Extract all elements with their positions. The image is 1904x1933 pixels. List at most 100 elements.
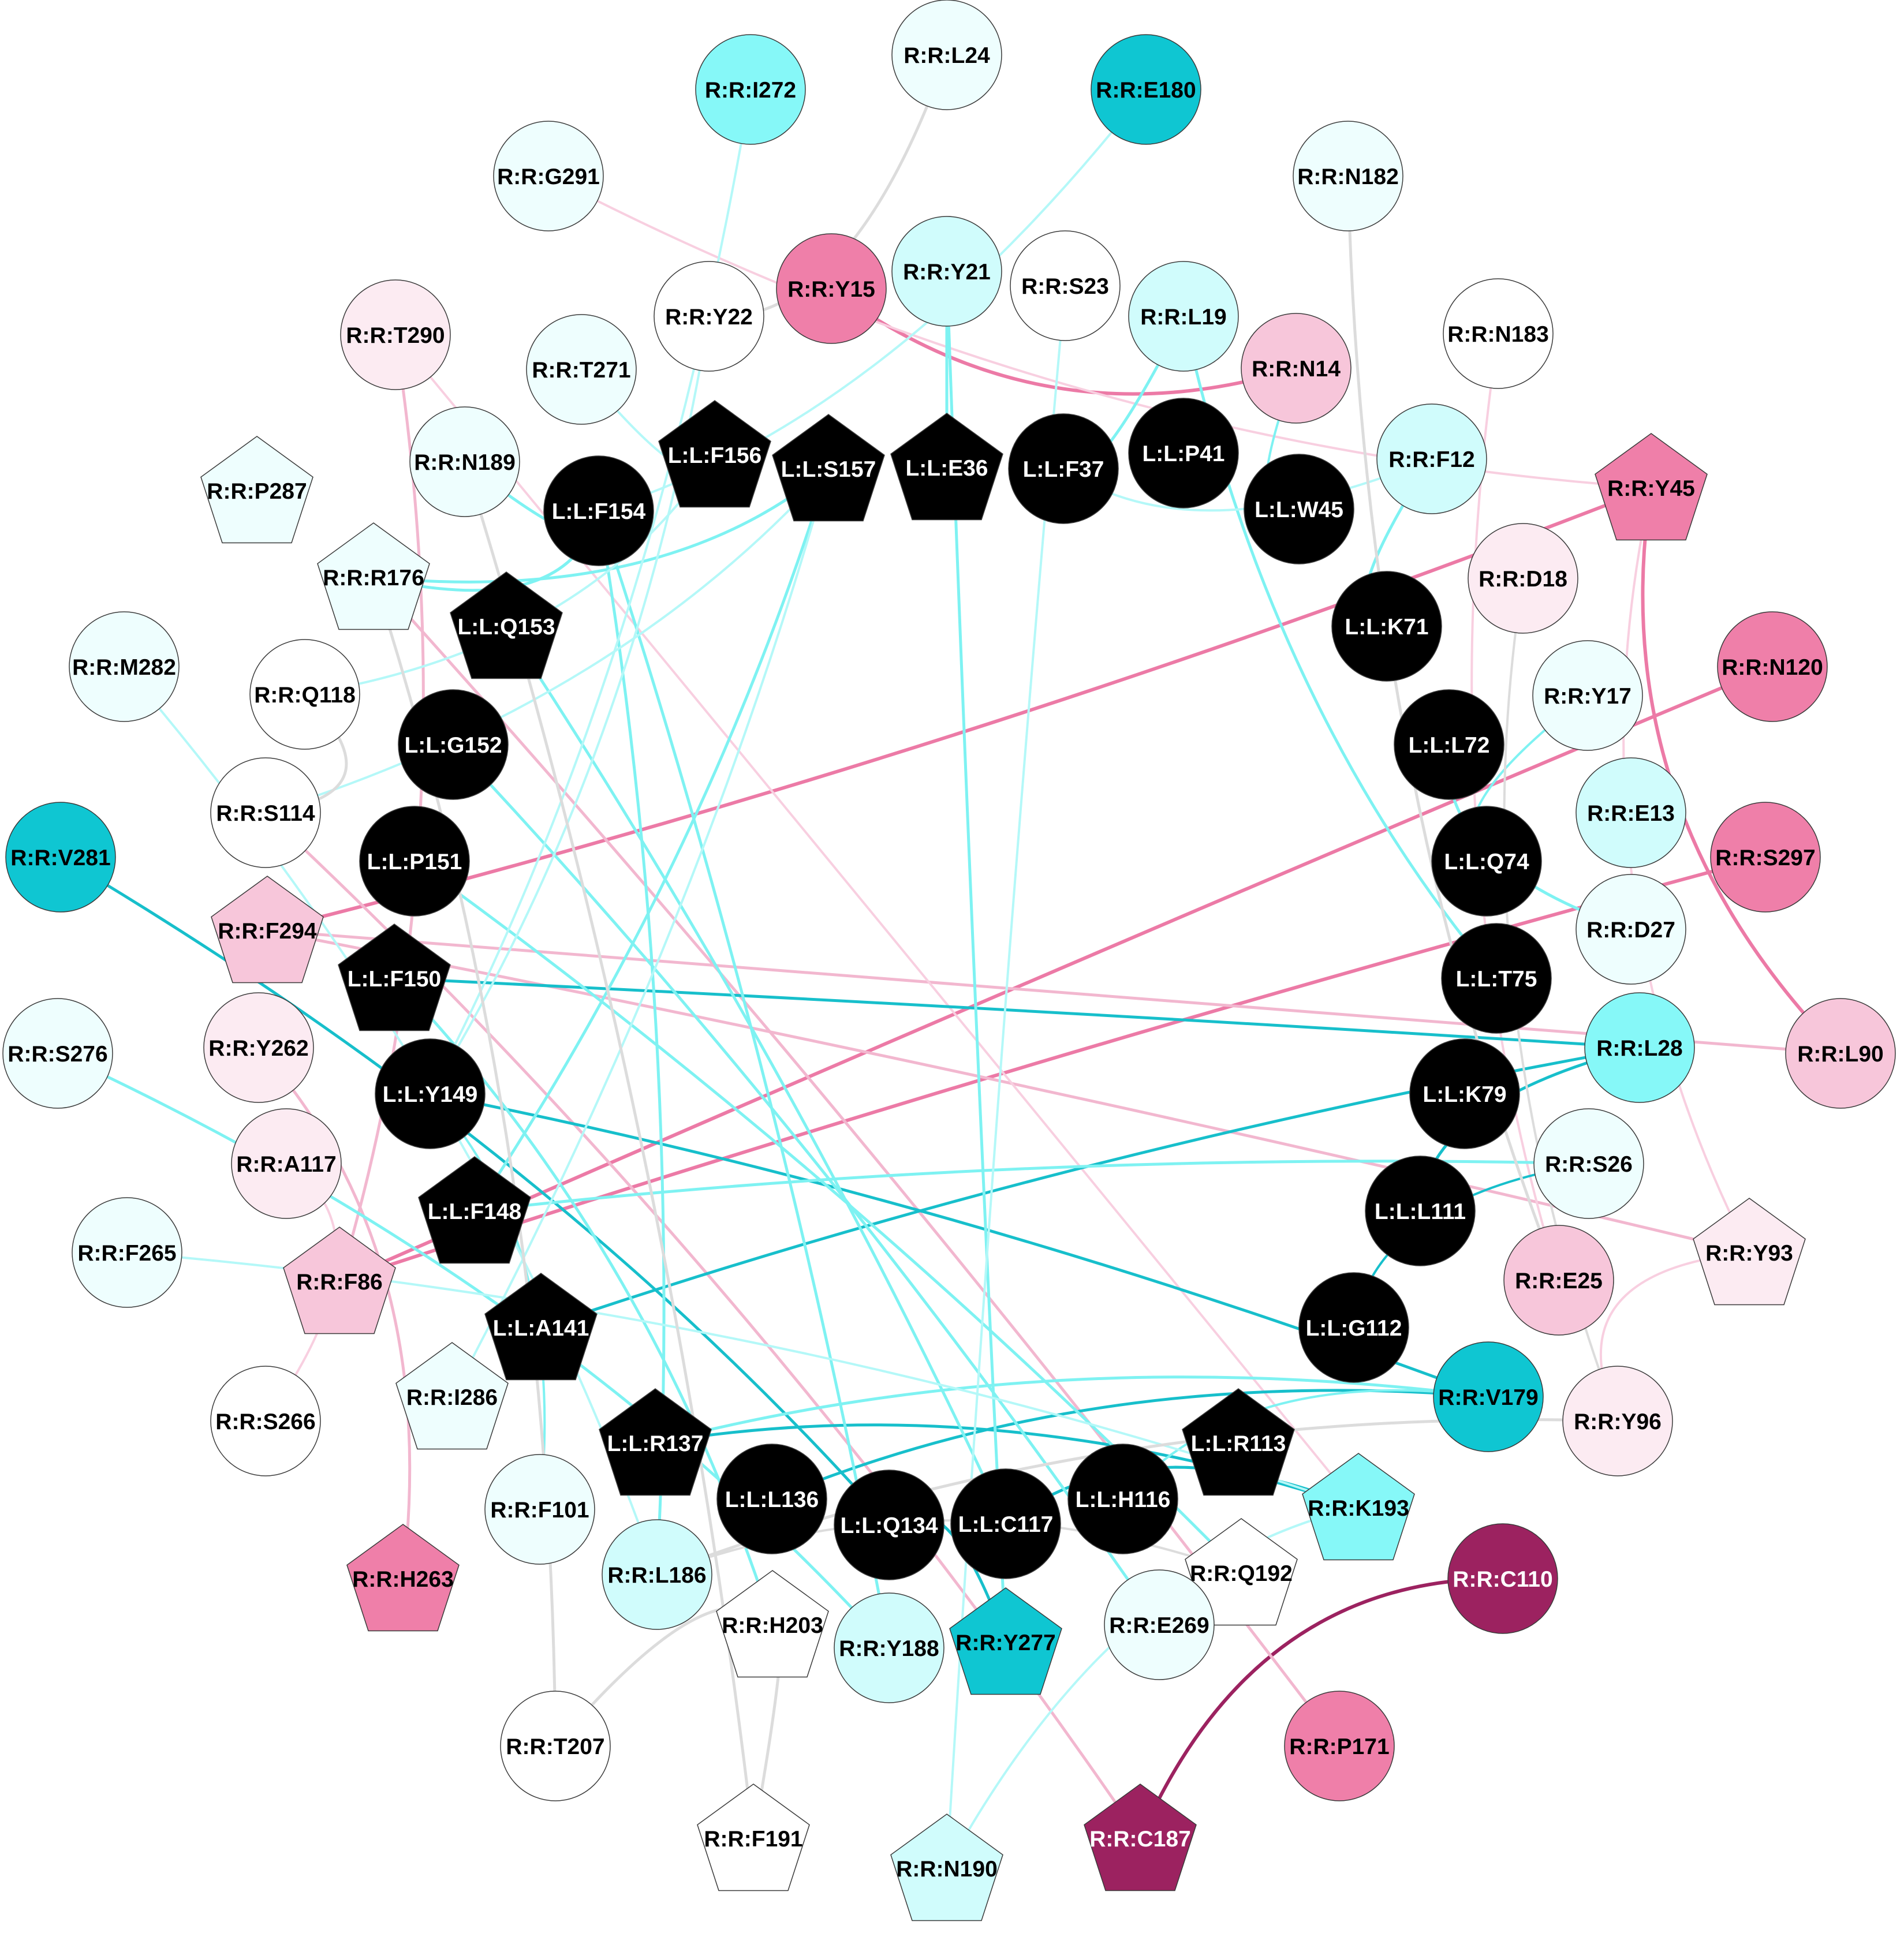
node-r-r-e269[interactable]: R:R:E269: [1104, 1569, 1215, 1680]
pentagon-shape: [716, 1570, 829, 1678]
node-l-l-c117[interactable]: L:L:C117: [950, 1468, 1061, 1579]
node-r-r-i272[interactable]: R:R:I272: [695, 34, 806, 145]
node-r-r-e25[interactable]: R:R:E25: [1503, 1225, 1614, 1336]
node-r-r-l90[interactable]: R:R:L90: [1785, 998, 1896, 1109]
node-l-l-a141[interactable]: L:L:A141: [484, 1273, 598, 1381]
node-l-l-w45[interactable]: L:L:W45: [1244, 454, 1354, 564]
circle-shape: [493, 121, 604, 231]
node-r-r-y277[interactable]: R:R:Y277: [949, 1587, 1062, 1695]
node-r-r-q192[interactable]: R:R:Q192: [1185, 1518, 1298, 1626]
node-r-r-n183[interactable]: R:R:N183: [1443, 278, 1554, 389]
node-l-l-f148[interactable]: L:L:F148: [418, 1156, 531, 1264]
node-r-r-m282[interactable]: R:R:M282: [69, 611, 180, 722]
node-r-r-d27[interactable]: R:R:D27: [1576, 874, 1686, 985]
node-l-l-r113[interactable]: L:L:R113: [1182, 1388, 1295, 1496]
node-r-r-n190[interactable]: R:R:N190: [890, 1814, 1003, 1921]
node-r-r-h203[interactable]: R:R:H203: [716, 1570, 829, 1678]
node-r-r-n120[interactable]: R:R:N120: [1717, 611, 1828, 722]
pentagon-shape: [1185, 1518, 1298, 1626]
node-label: R:R:D18: [1479, 567, 1567, 592]
node-r-r-y21[interactable]: R:R:Y21: [891, 216, 1002, 327]
node-r-r-f265[interactable]: R:R:F265: [72, 1197, 182, 1308]
node-r-r-c110[interactable]: R:R:C110: [1447, 1523, 1558, 1634]
node-r-r-v179[interactable]: R:R:V179: [1433, 1341, 1544, 1452]
node-r-r-p171[interactable]: R:R:P171: [1284, 1691, 1395, 1801]
node-r-r-y45[interactable]: R:R:Y45: [1595, 433, 1708, 541]
node-r-r-n14[interactable]: R:R:N14: [1241, 313, 1352, 424]
circle-shape: [602, 1519, 712, 1630]
node-r-r-k193[interactable]: R:R:K193: [1302, 1453, 1415, 1561]
node-l-l-g152[interactable]: L:L:G152: [398, 689, 509, 800]
node-r-r-y22[interactable]: R:R:Y22: [654, 261, 764, 372]
node-l-l-p151[interactable]: L:L:P151: [359, 806, 470, 917]
node-label: L:L:Y149: [383, 1082, 478, 1107]
node-r-r-t271[interactable]: R:R:T271: [526, 314, 637, 425]
node-l-l-h116[interactable]: L:L:H116: [1067, 1444, 1178, 1554]
node-r-r-s26[interactable]: R:R:S26: [1533, 1108, 1644, 1219]
node-l-l-q74[interactable]: L:L:Q74: [1431, 806, 1542, 917]
node-r-r-y96[interactable]: R:R:Y96: [1562, 1366, 1673, 1476]
node-r-r-f191[interactable]: R:R:F191: [697, 1784, 810, 1891]
node-l-l-s157[interactable]: L:L:S157: [772, 414, 885, 522]
node-l-l-f37[interactable]: L:L:F37: [1008, 413, 1119, 524]
node-l-l-l111[interactable]: L:L:L111: [1365, 1156, 1476, 1266]
node-r-r-l186[interactable]: R:R:L186: [602, 1519, 712, 1630]
node-r-r-l28[interactable]: R:R:L28: [1584, 992, 1695, 1103]
node-r-r-s114[interactable]: R:R:S114: [210, 757, 321, 868]
node-l-l-l72[interactable]: L:L:L72: [1394, 689, 1504, 800]
node-l-l-r137[interactable]: L:L:R137: [599, 1388, 712, 1496]
node-label: L:L:W45: [1255, 498, 1343, 522]
node-l-l-y149[interactable]: L:L:Y149: [375, 1038, 486, 1149]
node-r-r-p287[interactable]: R:R:P287: [200, 436, 313, 544]
node-r-r-y17[interactable]: R:R:Y17: [1532, 640, 1643, 751]
node-l-l-q134[interactable]: L:L:Q134: [834, 1470, 944, 1580]
node-l-l-t75[interactable]: L:L:T75: [1441, 923, 1552, 1034]
node-r-r-n189[interactable]: R:R:N189: [409, 406, 520, 517]
node-r-r-r176[interactable]: R:R:R176: [317, 522, 430, 630]
node-l-l-q153[interactable]: L:L:Q153: [450, 571, 563, 679]
node-r-r-h263[interactable]: R:R:H263: [346, 1524, 460, 1632]
node-l-l-k71[interactable]: L:L:K71: [1331, 571, 1442, 682]
node-r-r-l19[interactable]: R:R:L19: [1128, 261, 1239, 372]
node-r-r-f12[interactable]: R:R:F12: [1376, 403, 1487, 514]
node-l-l-f154[interactable]: L:L:F154: [543, 455, 654, 566]
node-r-r-y188[interactable]: R:R:Y188: [834, 1592, 944, 1703]
node-r-r-y15[interactable]: R:R:Y15: [776, 233, 887, 344]
node-l-l-e36[interactable]: L:L:E36: [890, 413, 1003, 521]
node-r-r-c187[interactable]: R:R:C187: [1084, 1784, 1197, 1891]
node-r-r-t207[interactable]: R:R:T207: [500, 1691, 611, 1801]
node-label: R:R:P287: [207, 479, 307, 504]
node-r-r-f86[interactable]: R:R:F86: [283, 1227, 396, 1334]
node-r-r-l24[interactable]: R:R:L24: [891, 0, 1002, 110]
node-r-r-f294[interactable]: R:R:F294: [211, 876, 324, 984]
node-r-r-q118[interactable]: R:R:Q118: [249, 639, 360, 750]
node-r-r-a117[interactable]: R:R:A117: [231, 1108, 342, 1219]
node-l-l-f150[interactable]: L:L:F150: [338, 923, 451, 1031]
node-r-r-d18[interactable]: R:R:D18: [1468, 523, 1578, 634]
node-r-r-v281[interactable]: R:R:V281: [5, 802, 116, 913]
node-label: L:L:L111: [1375, 1199, 1466, 1224]
node-l-l-f156[interactable]: L:L:F156: [658, 400, 771, 508]
node-r-r-n182[interactable]: R:R:N182: [1293, 121, 1403, 231]
node-r-r-e180[interactable]: R:R:E180: [1091, 34, 1201, 145]
edge-r-r-c110-to-r-r-c187: [1138, 1576, 1504, 1840]
node-r-r-i286[interactable]: R:R:I286: [395, 1342, 509, 1450]
node-l-l-g112[interactable]: L:L:G112: [1298, 1272, 1409, 1383]
node-l-l-l136[interactable]: L:L:L136: [716, 1444, 827, 1554]
node-r-r-f101[interactable]: R:R:F101: [484, 1454, 595, 1565]
node-r-r-e13[interactable]: R:R:E13: [1576, 757, 1686, 868]
node-r-r-t290[interactable]: R:R:T290: [340, 279, 451, 390]
node-r-r-y262[interactable]: R:R:Y262: [203, 992, 314, 1103]
node-label: R:R:S266: [215, 1409, 315, 1434]
node-r-r-s23[interactable]: R:R:S23: [1010, 230, 1121, 341]
circle-shape: [1443, 278, 1554, 389]
node-r-r-s266[interactable]: R:R:S266: [210, 1366, 321, 1476]
circle-shape: [1576, 757, 1686, 868]
node-r-r-y93[interactable]: R:R:Y93: [1693, 1198, 1806, 1306]
node-r-r-g291[interactable]: R:R:G291: [493, 121, 604, 231]
node-l-l-p41[interactable]: L:L:P41: [1128, 398, 1239, 509]
node-l-l-k79[interactable]: L:L:K79: [1409, 1038, 1520, 1149]
node-r-r-s276[interactable]: R:R:S276: [2, 998, 113, 1109]
node-r-r-s297[interactable]: R:R:S297: [1710, 802, 1821, 913]
node-label: R:R:N189: [414, 450, 516, 475]
